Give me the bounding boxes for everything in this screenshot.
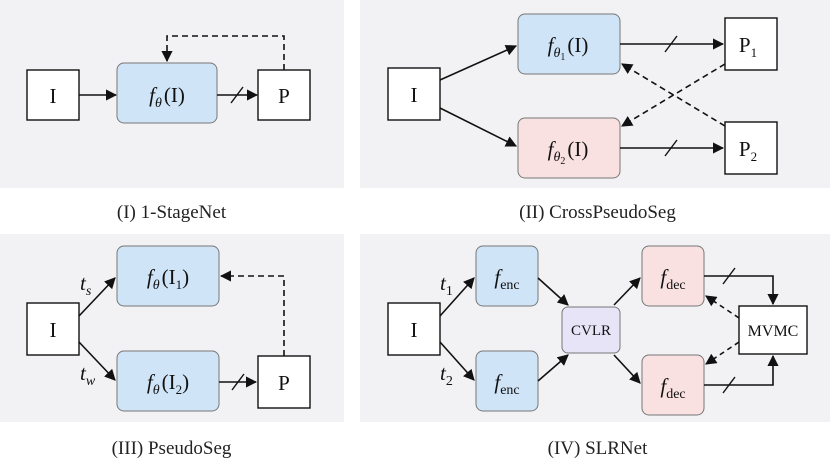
encoder-2-label: fenc xyxy=(494,370,519,398)
input-label: I xyxy=(411,83,418,107)
output-2-label: P2 xyxy=(739,137,757,164)
stop-gradient-mark xyxy=(231,373,245,391)
panel-4-diagram: I t1 t2 fenc fenc CVLR fdec fdec MVMC xyxy=(387,245,808,416)
encoder-1-label: fenc xyxy=(494,265,519,293)
encoder-2-box xyxy=(475,350,539,412)
dashed-arrow-mvmc-decoder-2 xyxy=(705,341,740,365)
model-2-label: fθ(I2) xyxy=(147,370,189,398)
output-2-box xyxy=(724,121,778,175)
input-box xyxy=(387,302,441,356)
input-box xyxy=(26,302,80,356)
model-1-box xyxy=(116,245,220,307)
arrow-input-model-1 xyxy=(439,45,518,81)
dashed-arrow-output-2-model-1 xyxy=(621,63,726,127)
panel-3-diagram: I fθ(I1) fθ(I2) P ts tw xyxy=(26,245,311,412)
model-2-label: fθ2(I) xyxy=(548,137,589,167)
panel-1-diagram: I fθ(I) P xyxy=(26,35,311,124)
arrow-cvlr-decoder-2 xyxy=(613,354,641,384)
output-label: P xyxy=(278,371,290,395)
t-1-label: t1 xyxy=(440,271,453,299)
input-label: I xyxy=(50,318,57,342)
mvmc-label: MVMC xyxy=(748,323,799,340)
output-1-label: P1 xyxy=(739,33,757,60)
stop-gradient-mark xyxy=(230,86,244,104)
arrow-decoder-1-mvmc xyxy=(704,275,779,306)
arrow-encoder-1-cvlr xyxy=(537,277,569,306)
arrow-decoder-2-mvmc xyxy=(704,354,779,386)
cvlr-label: CVLR xyxy=(571,323,611,339)
input-label: I xyxy=(411,318,418,342)
arrow-encoder-2-cvlr xyxy=(537,354,569,382)
decoder-1-box xyxy=(641,245,705,307)
stop-gradient-mark-2 xyxy=(722,376,736,394)
arrow-input-model-2 xyxy=(439,107,518,147)
dashed-arrow-mvmc-decoder-1 xyxy=(705,295,740,319)
arrow-input-model-1 xyxy=(78,277,116,317)
arrow-input-encoder-1 xyxy=(439,277,475,317)
model-label: fθ(I) xyxy=(149,83,185,111)
arrow-input-model-2 xyxy=(78,341,116,381)
caption-crosspseudoseg: (II) CrossPseudoSeg xyxy=(519,202,676,223)
input-label: I xyxy=(50,84,57,108)
model-2-box xyxy=(116,350,220,412)
output-label: P xyxy=(278,84,290,108)
output-1-box xyxy=(724,17,778,71)
input-box xyxy=(26,69,80,121)
caption-slrnet: (IV) SLRNet xyxy=(547,438,648,459)
caption-pseudoseg: (III) PseudoSeg xyxy=(111,438,232,459)
t-s-label: ts xyxy=(80,271,92,299)
model-1-label: fθ(I1) xyxy=(147,265,189,293)
output-box xyxy=(257,69,311,121)
stop-gradient-mark-1 xyxy=(664,35,678,53)
t-w-label: tw xyxy=(80,361,96,389)
arrow-input-encoder-2 xyxy=(439,341,475,381)
dashed-arrow-feedback xyxy=(161,35,285,70)
panel-2-diagram: I fθ1(I) fθ2(I) P1 P2 xyxy=(387,13,778,179)
cvlr-box xyxy=(561,306,621,354)
model-1-label: fθ1(I) xyxy=(548,33,589,63)
input-box xyxy=(387,67,441,121)
decoder-2-label: fdec xyxy=(660,374,685,402)
stop-gradient-mark-2 xyxy=(664,139,678,157)
mvmc-box xyxy=(738,305,808,355)
arrow-cvlr-decoder-1 xyxy=(613,277,641,306)
decoder-2-box xyxy=(641,354,705,416)
decoder-1-label: fdec xyxy=(660,265,685,293)
dashed-arrow-output-model-1 xyxy=(219,270,285,356)
output-box xyxy=(257,355,311,409)
encoder-1-box xyxy=(475,245,539,307)
t-2-label: t2 xyxy=(440,361,453,389)
caption-1stagenet: (I) 1-StageNet xyxy=(116,202,227,223)
stop-gradient-mark-1 xyxy=(722,267,736,285)
